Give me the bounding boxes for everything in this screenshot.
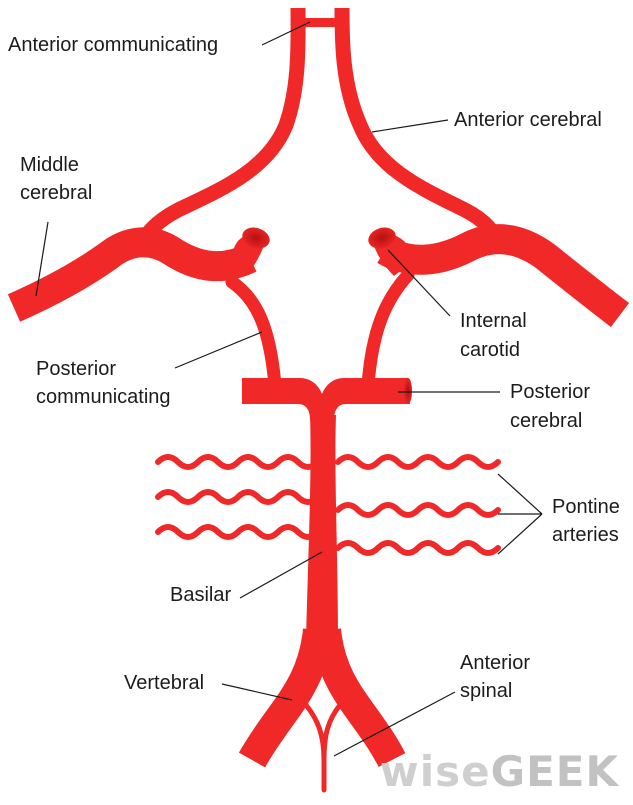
label-posterior-cerebral-line2: cerebral bbox=[510, 410, 583, 432]
label-pontine-arteries-line2: arteries bbox=[552, 524, 619, 546]
pontine-artery-left-2 bbox=[155, 489, 321, 505]
label-anterior-cerebral: Anterior cerebral bbox=[454, 109, 602, 131]
label-middle-cerebral-line2: cerebral bbox=[20, 182, 93, 204]
label-anterior-communicating: Anterior communicating bbox=[8, 34, 219, 56]
leader-anterior-cerebral bbox=[371, 119, 449, 133]
label-pontine-arteries-line1: Pontine bbox=[552, 496, 620, 518]
label-middle-cerebral-line1: Middle bbox=[20, 154, 79, 176]
leader-middle-cerebral bbox=[35, 221, 49, 297]
label-vertebral: Vertebral bbox=[124, 672, 205, 694]
anterior-cerebral-artery-right bbox=[334, 7, 506, 247]
leader-internal-carotid bbox=[387, 249, 451, 317]
anterior-communicating-artery bbox=[292, 18, 348, 27]
label-internal-carotid-line2: carotid bbox=[460, 339, 521, 361]
pontine-artery-right-3 bbox=[335, 540, 501, 556]
basilar-artery bbox=[306, 415, 338, 640]
label-posterior-cerebral-line1: Posterior bbox=[510, 381, 591, 403]
label-anterior-spinal-line2: spinal bbox=[460, 680, 513, 702]
posterior-communicating-artery-right bbox=[361, 268, 415, 392]
watermark-part1: wise bbox=[379, 747, 491, 796]
label-posterior-communicating-line1: Posterior bbox=[36, 358, 117, 380]
label-anterior-spinal-line1: Anterior bbox=[460, 652, 531, 674]
leader-pontine-3 bbox=[497, 513, 543, 555]
pontine-artery-right-1 bbox=[335, 454, 501, 470]
middle-cerebral-artery-left bbox=[7, 227, 257, 322]
leader-posterior-communicating bbox=[174, 331, 263, 369]
internal-carotid-left bbox=[232, 227, 270, 276]
leader-pontine-1 bbox=[497, 473, 543, 515]
leader-anterior-communicating bbox=[261, 21, 311, 46]
anterior-spinal-artery bbox=[303, 702, 343, 793]
vertebral-artery-left bbox=[238, 628, 333, 768]
pontine-artery-left-3 bbox=[155, 524, 321, 540]
posterior-cerebral-artery bbox=[242, 378, 410, 420]
leader-basilar bbox=[239, 551, 323, 599]
leader-vertebral bbox=[221, 683, 293, 701]
vertebral-artery-right bbox=[311, 628, 406, 768]
watermark-logo: wiseGEEK bbox=[380, 747, 619, 796]
watermark-part2: GEEK bbox=[490, 747, 619, 796]
anterior-cerebral-artery-left bbox=[134, 7, 306, 248]
pontine-artery-right-2 bbox=[335, 502, 501, 518]
label-internal-carotid-line1: Internal bbox=[460, 310, 527, 332]
pontine-artery-left-1 bbox=[155, 454, 321, 470]
posterior-communicating-artery-left bbox=[225, 275, 282, 392]
label-posterior-communicating-line2: communicating bbox=[36, 386, 171, 408]
middle-cerebral-artery-right bbox=[377, 224, 630, 327]
leader-anterior-spinal bbox=[333, 691, 456, 757]
label-basilar: Basilar bbox=[170, 584, 232, 606]
